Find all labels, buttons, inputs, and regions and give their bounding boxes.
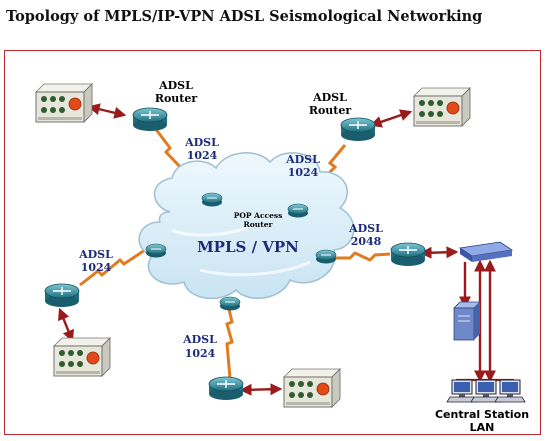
seismograph-station-icon xyxy=(283,368,341,408)
router-label-top-right-line2: Router xyxy=(309,104,352,117)
pop-router-label-line1: POP Access xyxy=(234,211,283,220)
pop-router-icon xyxy=(315,249,337,264)
page-title: Topology of MPLS/IP-VPN ADSL Seismologic… xyxy=(6,8,483,25)
adsl-label-top-left-line1: ADSL xyxy=(184,136,219,149)
pop-router-label-line2: Router xyxy=(244,220,274,229)
switch-icon xyxy=(458,241,514,262)
link-arrow-top-left xyxy=(87,103,127,119)
router-label-top-right-line1: ADSL xyxy=(312,91,347,104)
server-icon xyxy=(453,301,481,341)
adsl-label-left-line1: ADSL xyxy=(78,248,113,261)
link-arrow-right xyxy=(419,246,459,259)
adsl-link-right xyxy=(330,251,391,262)
link-arrow-top-right xyxy=(369,109,413,128)
adsl-label-bottom-line1: ADSL xyxy=(182,333,217,346)
seismograph-station-icon xyxy=(413,87,471,127)
router-icon xyxy=(132,107,168,132)
pop-router-icon xyxy=(201,192,223,207)
workstation-icon xyxy=(470,379,502,403)
router-label-top-left-line2: Router xyxy=(155,92,198,105)
seismograph-station-icon xyxy=(53,337,111,377)
adsl-label-right-line2: 2048 xyxy=(351,235,382,248)
workstation-icon xyxy=(446,379,478,403)
mpls-vpn-cloud xyxy=(138,152,355,300)
adsl-label-top-left-line2: 1024 xyxy=(187,149,218,162)
link-arrow-bottom xyxy=(239,383,283,396)
central-station-label-line2: LAN xyxy=(470,421,495,434)
cloud-label: MPLS / VPN xyxy=(197,238,299,256)
router-label-top-left-line1: ADSL xyxy=(158,79,193,92)
router-icon xyxy=(208,376,244,401)
router-icon xyxy=(390,242,426,267)
adsl-label-bottom-line2: 1024 xyxy=(185,347,216,360)
adsl-label-top-right-line2: 1024 xyxy=(288,166,319,179)
workstation-icon xyxy=(494,379,526,403)
link-arrow-left xyxy=(57,307,75,343)
pop-router-icon xyxy=(287,203,309,218)
pop-router-icon xyxy=(219,296,241,311)
adsl-link-left xyxy=(79,246,149,287)
router-icon xyxy=(44,283,80,308)
adsl-label-right-line1: ADSL xyxy=(348,222,383,235)
seismograph-station-icon xyxy=(35,83,93,123)
adsl-link-bottom xyxy=(225,304,234,379)
pop-router-icon xyxy=(145,243,167,258)
adsl-label-left-line2: 1024 xyxy=(81,261,112,274)
adsl-label-top-right-line1: ADSL xyxy=(285,153,320,166)
router-icon xyxy=(340,117,376,142)
central-station-label-line1: Central Station xyxy=(435,408,529,421)
